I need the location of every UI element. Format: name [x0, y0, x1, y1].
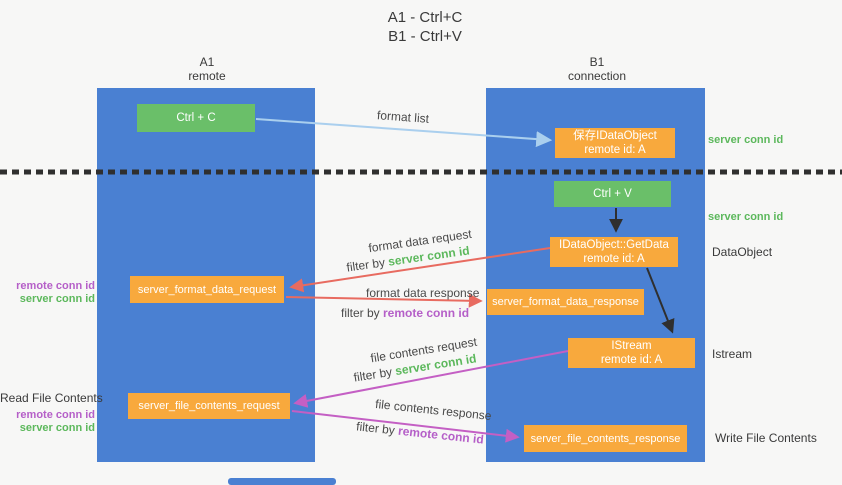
- horizontal-scrollbar-thumb[interactable]: [228, 478, 336, 485]
- istream-line2: remote id: A: [600, 354, 663, 366]
- ctrl-c-box: Ctrl + C: [137, 104, 255, 132]
- server-file-contents-request-label: server_file_contents_request: [138, 400, 280, 412]
- getdata-line2: remote id: A: [583, 253, 645, 265]
- server-format-data-response-box: server_format_data_response: [487, 289, 644, 315]
- ctrl-v-label: Ctrl + V: [593, 188, 632, 200]
- server-format-data-request-label: server_format_data_request: [137, 283, 277, 296]
- read-file-contents-label: Read File Contents: [0, 391, 103, 405]
- getdata-line1: IDataObject::GetData: [559, 239, 669, 251]
- getdata-to-istream-arrow: [646, 267, 675, 334]
- lane-b-header: B1 connection: [532, 55, 662, 83]
- ctrl-v-box: Ctrl + V: [554, 181, 671, 207]
- save-idataobject-box: 保存IDataObject remote id: A: [555, 128, 675, 158]
- diagram-title: A1 - Ctrl+C B1 - Ctrl+V: [330, 8, 520, 46]
- left-server-conn-id-label-2: server conn id: [19, 422, 95, 434]
- diagram-title-line1: A1 - Ctrl+C: [387, 9, 463, 26]
- lane-a-role: remote: [188, 69, 226, 83]
- format-data-response-label: format data response: [366, 286, 480, 300]
- left-remote-conn-id-label-2: remote conn id: [16, 409, 95, 421]
- server-file-contents-response-box: server_file_contents_response: [524, 425, 687, 452]
- left-remote-conn-id-label-1: remote conn id: [16, 280, 95, 292]
- lane-a-header: A1 remote: [142, 55, 272, 83]
- istream-box: IStream remote id: A: [568, 338, 695, 368]
- lane-b-name: B1: [589, 55, 605, 69]
- file-contents-response-arrow: [291, 410, 520, 443]
- server-format-data-response-label: server_format_data_response: [492, 296, 639, 308]
- istream-line1: IStream: [611, 340, 652, 352]
- save-idataobject-line2: remote id: A: [584, 144, 646, 156]
- ctrl-c-label: Ctrl + C: [176, 112, 216, 124]
- left-server-conn-id-label-1: server conn id: [19, 293, 95, 305]
- format-data-request-arrow: [289, 247, 551, 293]
- diagram-title-line2: B1 - Ctrl+V: [388, 28, 462, 45]
- format-data-response-filter-label: filter by remote conn id: [341, 306, 469, 320]
- getdata-box: IDataObject::GetData remote id: A: [550, 237, 678, 267]
- lane-b-role: connection: [567, 69, 627, 83]
- remote-conn-id-text: remote conn id: [383, 306, 470, 320]
- server-file-contents-response-label: server_file_contents_response: [530, 432, 681, 445]
- dataobject-label: DataObject: [712, 245, 773, 259]
- format-list-arrow: [255, 118, 553, 148]
- filter-by-text: filter by: [341, 306, 384, 320]
- istream-side-label: Istream: [712, 347, 753, 361]
- write-file-contents-label: Write File Contents: [715, 431, 817, 445]
- save-idataobject-line1: 保存IDataObject: [573, 130, 657, 142]
- format-data-response-arrow: [285, 293, 483, 308]
- lane-a-name: A1: [199, 55, 215, 69]
- server-format-data-request-box: server_format_data_request: [130, 276, 284, 303]
- server-file-contents-request-box: server_file_contents_request: [128, 393, 290, 419]
- file-contents-request-arrow: [293, 350, 569, 408]
- right-server-conn-id-label-1: server conn id: [708, 134, 784, 146]
- right-server-conn-id-label-2: server conn id: [708, 211, 784, 223]
